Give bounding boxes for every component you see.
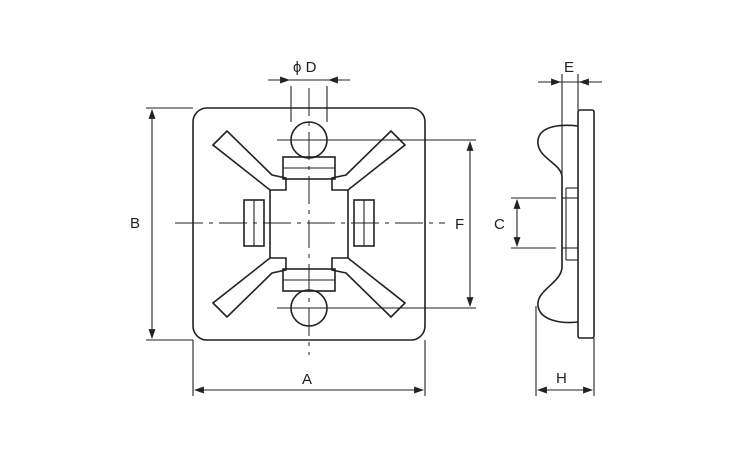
side-plate <box>577 109 595 339</box>
label-e: E <box>564 59 574 76</box>
slot-bottom-left <box>211 257 287 319</box>
side-view <box>537 109 595 339</box>
label-a: A <box>302 371 312 388</box>
side-body <box>537 124 579 324</box>
label-c: C <box>494 216 505 233</box>
label-diameter-d: ϕ D <box>293 59 317 76</box>
label-f: F <box>455 216 464 233</box>
front-view <box>175 88 445 355</box>
slot-top-left <box>211 129 287 191</box>
label-b: B <box>130 215 140 232</box>
front-dimensions: ϕ D B A F <box>130 59 476 396</box>
side-dimensions: E C H <box>494 59 602 396</box>
tie-slots <box>211 129 407 319</box>
label-h: H <box>556 370 567 387</box>
